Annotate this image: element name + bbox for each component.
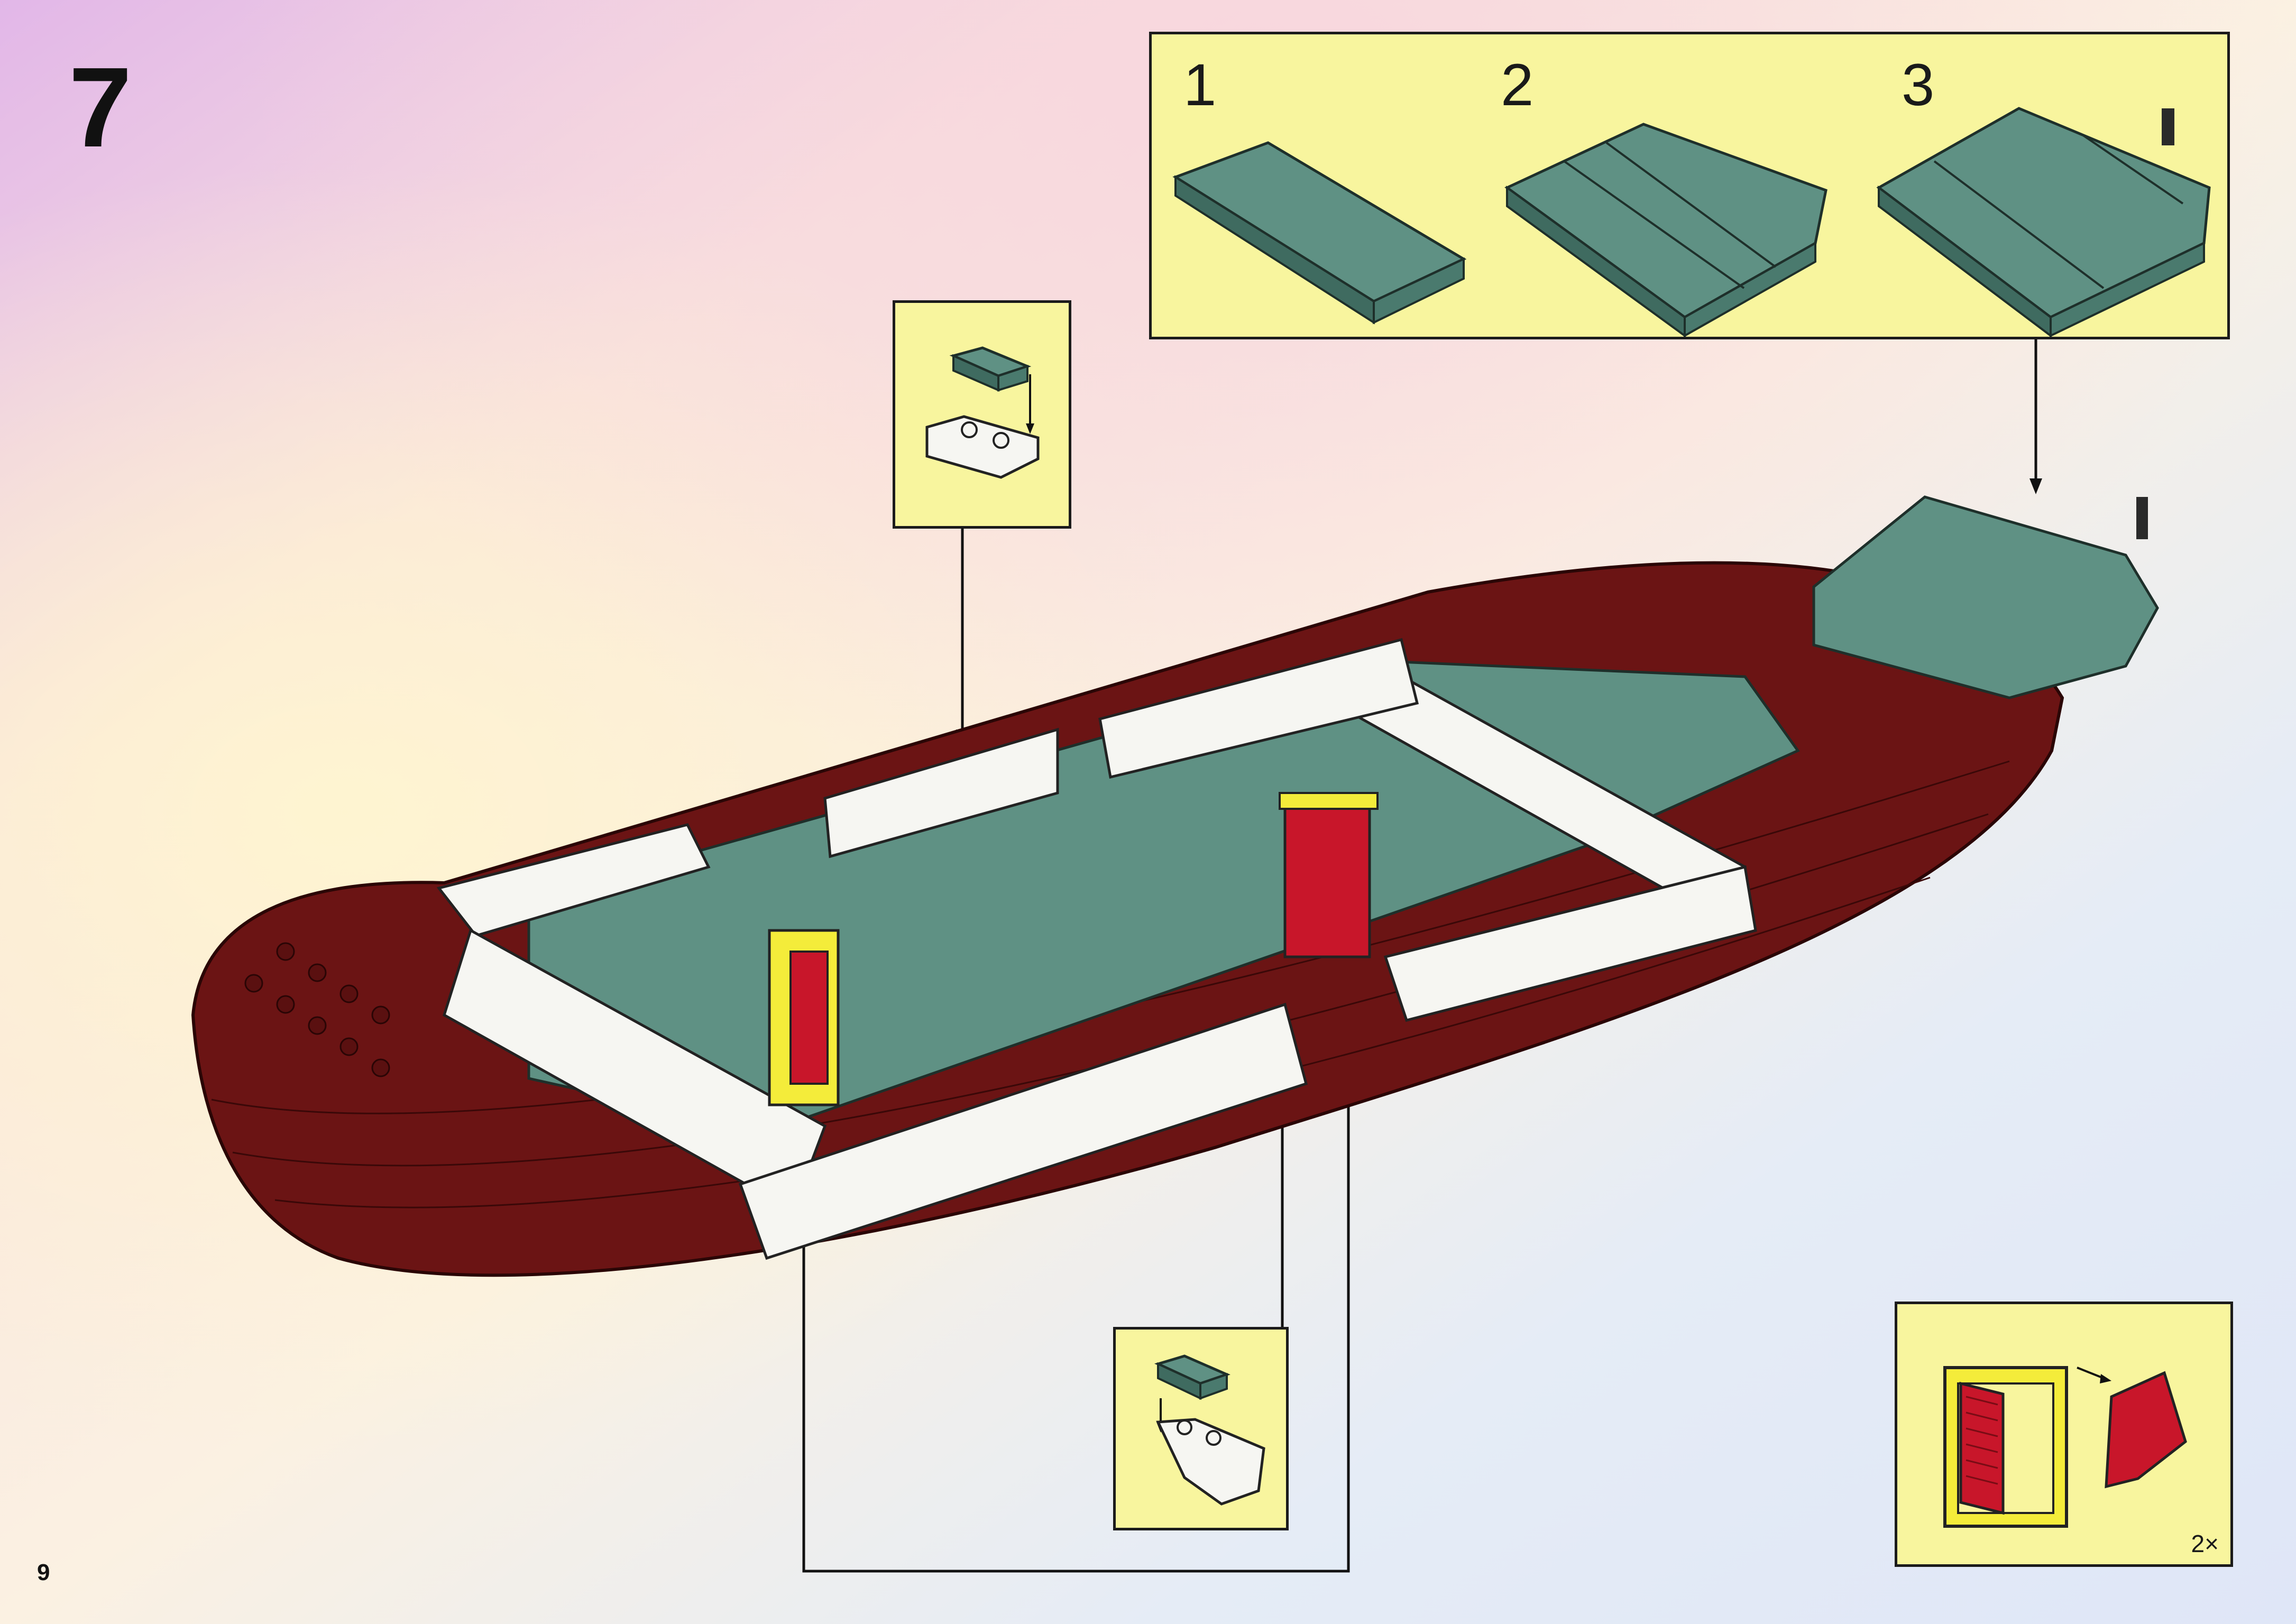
model-window-yellow [769,930,838,1105]
model-window-red [1280,793,1377,957]
